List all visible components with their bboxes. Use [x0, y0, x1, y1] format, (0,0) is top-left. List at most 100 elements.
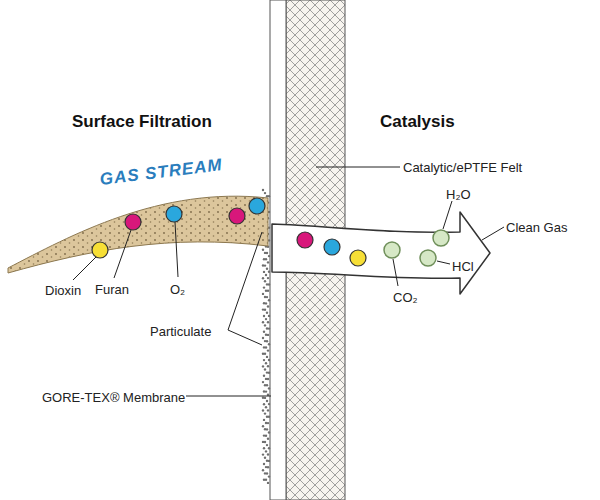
particle	[265, 406, 267, 408]
particle	[262, 277, 264, 279]
particle	[267, 261, 269, 263]
region-shape	[0, 80, 272, 425]
particle	[268, 460, 270, 462]
particle	[263, 403, 265, 405]
particle	[262, 321, 264, 323]
particle	[263, 315, 265, 317]
particle	[266, 472, 268, 474]
hcl-molecule	[420, 250, 436, 266]
particle	[264, 412, 266, 414]
particle	[267, 305, 269, 307]
leader-line	[73, 257, 96, 280]
particle	[265, 435, 267, 437]
particle	[262, 425, 264, 427]
particle	[268, 271, 270, 273]
particle	[267, 453, 269, 455]
molecules-through	[297, 232, 366, 266]
particle	[267, 422, 269, 424]
leader-line	[228, 232, 262, 330]
particle	[262, 293, 264, 295]
molecule-label: Furan	[95, 282, 129, 297]
particle	[268, 359, 270, 361]
leader-line	[228, 330, 262, 345]
part-label: GORE-TEX® Membrane	[42, 390, 185, 405]
particle	[264, 457, 266, 459]
molecule-label: Dioxin	[45, 283, 81, 298]
particle	[266, 356, 268, 358]
furan-molecule	[125, 214, 141, 230]
leader-line	[482, 227, 504, 240]
oxygen-molecule	[249, 198, 265, 214]
particle	[268, 315, 270, 317]
part-label: Catalytic/ePTFE Felt	[403, 160, 522, 175]
particle	[268, 299, 270, 301]
particle	[266, 340, 268, 342]
particle	[264, 309, 266, 311]
particle	[267, 482, 269, 484]
particle	[263, 463, 265, 465]
particle	[267, 466, 269, 468]
particle	[264, 324, 266, 326]
leader-line	[175, 222, 178, 277]
furan-molecule	[229, 208, 245, 224]
molecule-label: O₂	[170, 282, 185, 297]
region-fill	[0, 87, 272, 423]
particle	[267, 290, 269, 292]
particle	[267, 438, 269, 440]
label-holder: Dioxin	[45, 281, 81, 299]
molecule-label: HCl	[452, 259, 474, 274]
particle	[265, 274, 267, 276]
particle	[267, 349, 269, 351]
particle	[263, 271, 265, 273]
particle	[264, 441, 266, 443]
particle	[265, 479, 267, 481]
oxygen-molecule	[324, 239, 340, 255]
particle	[264, 397, 266, 399]
particle	[268, 403, 270, 405]
co2-molecule	[384, 242, 400, 258]
leader-line	[437, 261, 450, 264]
particle	[268, 283, 270, 285]
leader-line	[316, 167, 400, 168]
particle	[268, 195, 270, 197]
gas-stream	[8, 196, 268, 273]
particle	[264, 280, 266, 282]
region-heading: Catalysis	[380, 112, 455, 132]
particle	[268, 475, 270, 477]
region-shape	[345, 80, 600, 425]
particle	[267, 277, 269, 279]
leader-line	[186, 396, 271, 397]
label-holder: HCl	[452, 257, 474, 275]
particle	[266, 296, 268, 298]
particle	[266, 444, 268, 446]
particle	[265, 362, 267, 364]
particle	[268, 343, 270, 345]
particle	[265, 318, 267, 320]
leader-line	[393, 259, 398, 286]
particle	[266, 252, 268, 254]
particle	[263, 359, 265, 361]
molecules-in	[92, 198, 265, 258]
label-holder: CO₂	[393, 288, 418, 306]
particle	[262, 409, 264, 411]
particle	[262, 469, 264, 471]
particle	[267, 378, 269, 380]
particle	[262, 453, 264, 455]
particle	[263, 286, 265, 288]
particle	[266, 268, 268, 270]
particle	[268, 447, 270, 449]
particle	[265, 258, 267, 260]
leader-lines	[73, 167, 504, 396]
flow-arrow	[272, 212, 490, 294]
particle	[262, 337, 264, 339]
label-holder: Clean Gas	[506, 218, 567, 236]
output-label: Clean Gas	[506, 220, 567, 235]
dioxin-molecule	[92, 242, 108, 258]
dioxin-molecule	[350, 250, 366, 266]
particle	[262, 249, 264, 251]
particle	[267, 409, 269, 411]
label-holder: Catalytic/ePTFE Felt	[403, 158, 522, 176]
molecule-label: CO₂	[393, 290, 418, 305]
particle	[266, 400, 268, 402]
